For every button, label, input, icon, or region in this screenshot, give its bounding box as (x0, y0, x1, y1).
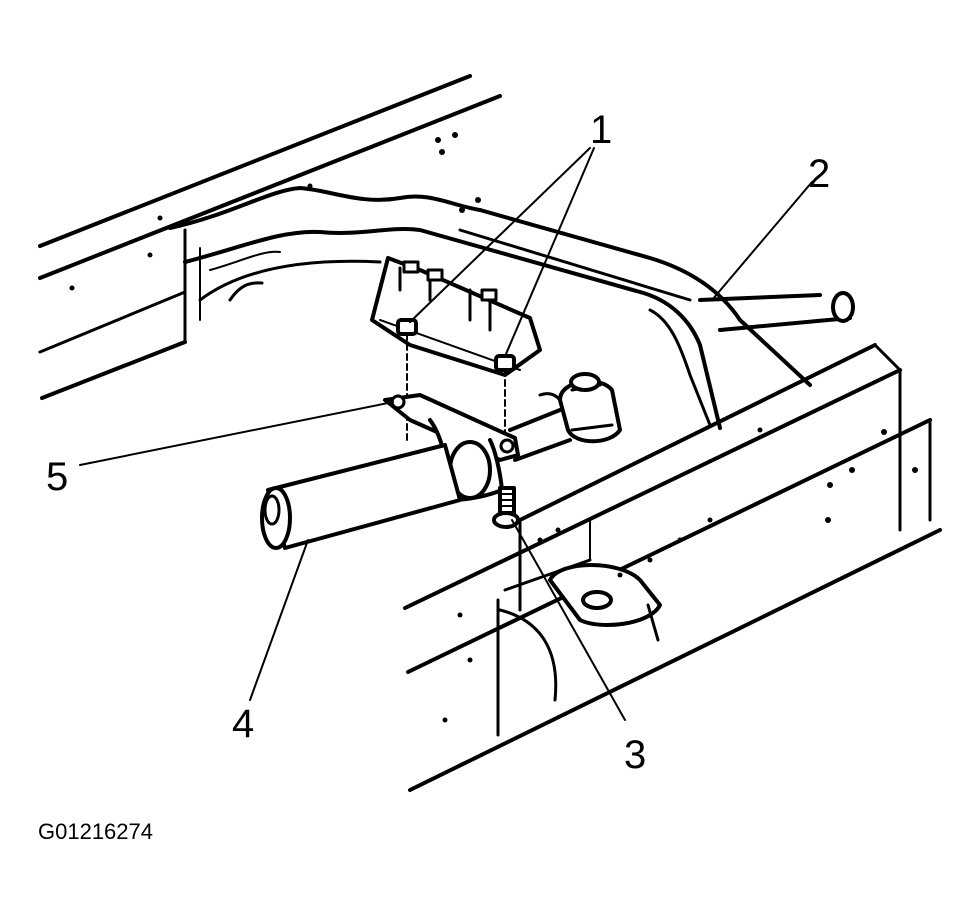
part-4-shaft (260, 408, 572, 550)
body-mount-pad (548, 563, 662, 642)
callout-3: 3 (624, 733, 646, 777)
part-2-line (698, 291, 855, 332)
callout-2: 2 (808, 152, 830, 196)
part-1-nuts (396, 318, 516, 441)
leader-lines (79, 147, 813, 721)
rivet-dots (69, 132, 918, 723)
figure-id-label: G01216274 (38, 819, 153, 844)
callout-5: 5 (46, 455, 68, 499)
callout-1: 1 (590, 108, 612, 152)
part-5-clamp (383, 393, 520, 502)
yoke-joint (538, 372, 622, 444)
crossmember (168, 186, 812, 430)
lower-frame-rail (403, 343, 942, 792)
callout-4: 4 (232, 702, 254, 746)
